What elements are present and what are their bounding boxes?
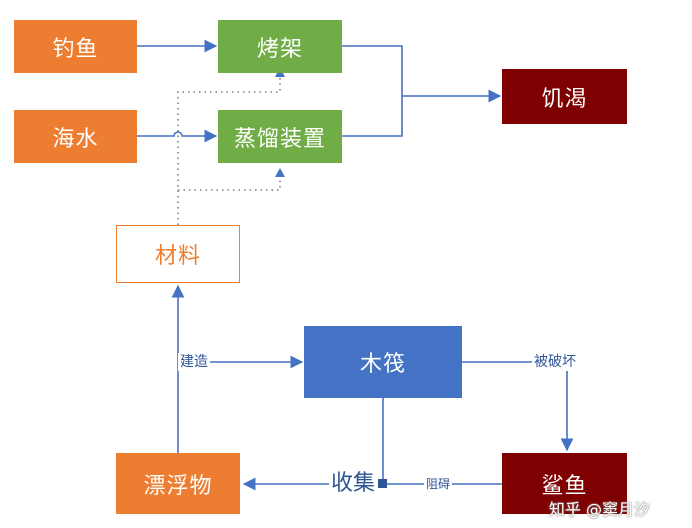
watermark: 知乎 @窦月汐	[548, 500, 650, 519]
edge-label-collect: 收集	[329, 471, 378, 497]
node-floating: 漂浮物	[116, 453, 240, 514]
node-raft: 木筏	[304, 326, 462, 398]
edge-seawater-distiller	[137, 129, 218, 143]
edge-label-build: 建造	[178, 353, 210, 371]
node-fishing: 钓鱼	[14, 20, 137, 73]
edge-materials-distiller	[178, 176, 281, 191]
node-seawater: 海水	[14, 110, 137, 163]
edge-label-obstruct: 阻碍	[424, 476, 453, 492]
arrowhead-materials-distiller	[275, 168, 285, 177]
node-distiller: 蒸馏装置	[218, 110, 342, 163]
edge-raft-shark	[462, 361, 574, 452]
edge-label-destroyed: 被破坏	[532, 353, 578, 371]
node-grill: 烤架	[218, 20, 342, 73]
obstruct-end-marker	[378, 479, 387, 488]
edge-grill-merge	[342, 45, 403, 137]
node-hunger-thirst: 饥渴	[502, 69, 627, 124]
edge-materials-grill	[177, 75, 281, 225]
node-materials: 材料	[116, 225, 240, 283]
node-shark: 鲨鱼	[502, 453, 627, 514]
